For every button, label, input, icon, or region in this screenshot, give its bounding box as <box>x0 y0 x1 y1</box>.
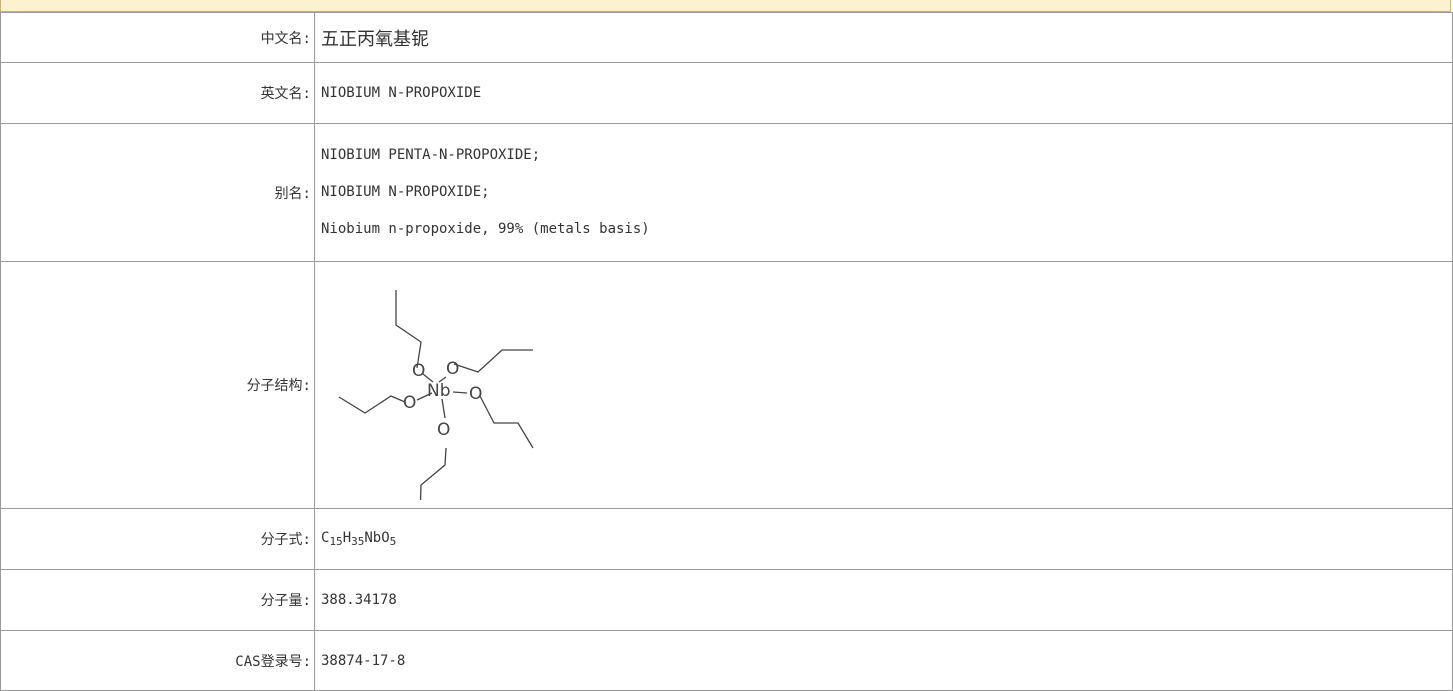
atom-labels: O O Nb O O O <box>403 359 482 440</box>
row-formula: 分子式: C15H35NbO5 <box>0 508 1453 570</box>
property-table: 中文名: 五正丙氧基铌 英文名: NIOBIUM N-PROPOXIDE 别名:… <box>0 12 1453 691</box>
formula-carbon: C <box>321 530 330 546</box>
formula-hydrogen-count: 35 <box>351 535 365 548</box>
row-mol-weight: 分子量: 388.34178 <box>0 569 1453 631</box>
row-chinese-name: 中文名: 五正丙氧基铌 <box>0 12 1453 63</box>
label-structure: 分子结构: <box>0 261 315 509</box>
formula-hydrogen: H <box>342 530 352 546</box>
row-synonyms: 别名: NIOBIUM PENTA-N-PROPOXIDE; NIOBIUM N… <box>0 123 1453 262</box>
label-synonyms: 别名: <box>0 123 315 262</box>
formula-niobium-oxygen: NbO <box>364 530 390 546</box>
formula-carbon-count: 15 <box>329 535 343 548</box>
header-bar <box>0 0 1451 12</box>
atom-oxygen: O <box>412 361 425 381</box>
label-cas: CAS登录号: <box>0 630 315 691</box>
formula-oxygen-count: 5 <box>389 535 397 548</box>
value-english-name: NIOBIUM N-PROPOXIDE <box>314 62 1453 124</box>
row-english-name: 英文名: NIOBIUM N-PROPOXIDE <box>0 62 1453 124</box>
label-english-name: 英文名: <box>0 62 315 124</box>
row-cas: CAS登录号: 38874-17-8 <box>0 630 1453 691</box>
row-structure: 分子结构: <box>0 261 1453 509</box>
label-mol-weight: 分子量: <box>0 569 315 631</box>
value-mol-weight: 388.34178 <box>314 569 1453 631</box>
atom-oxygen: O <box>437 420 450 440</box>
atom-oxygen: O <box>469 384 482 404</box>
value-cas: 38874-17-8 <box>314 630 1453 691</box>
value-structure: O O Nb O O O <box>314 261 1453 509</box>
molecular-structure-diagram: O O Nb O O O <box>338 290 534 500</box>
atom-oxygen: O <box>403 393 416 413</box>
synonym-item: NIOBIUM N-PROPOXIDE; <box>321 184 490 200</box>
label-formula: 分子式: <box>0 508 315 570</box>
label-chinese-name: 中文名: <box>0 12 315 63</box>
value-synonyms: NIOBIUM PENTA-N-PROPOXIDE; NIOBIUM N-PRO… <box>314 123 1453 262</box>
synonym-item: Niobium n-propoxide, 99% (metals basis) <box>321 221 650 237</box>
bond-lines <box>338 290 534 500</box>
atom-niobium: Nb <box>427 381 451 401</box>
value-formula: C15H35NbO5 <box>314 508 1453 570</box>
atom-oxygen: O <box>446 359 459 379</box>
value-chinese-name: 五正丙氧基铌 <box>314 12 1453 63</box>
synonym-item: NIOBIUM PENTA-N-PROPOXIDE; <box>321 147 541 163</box>
